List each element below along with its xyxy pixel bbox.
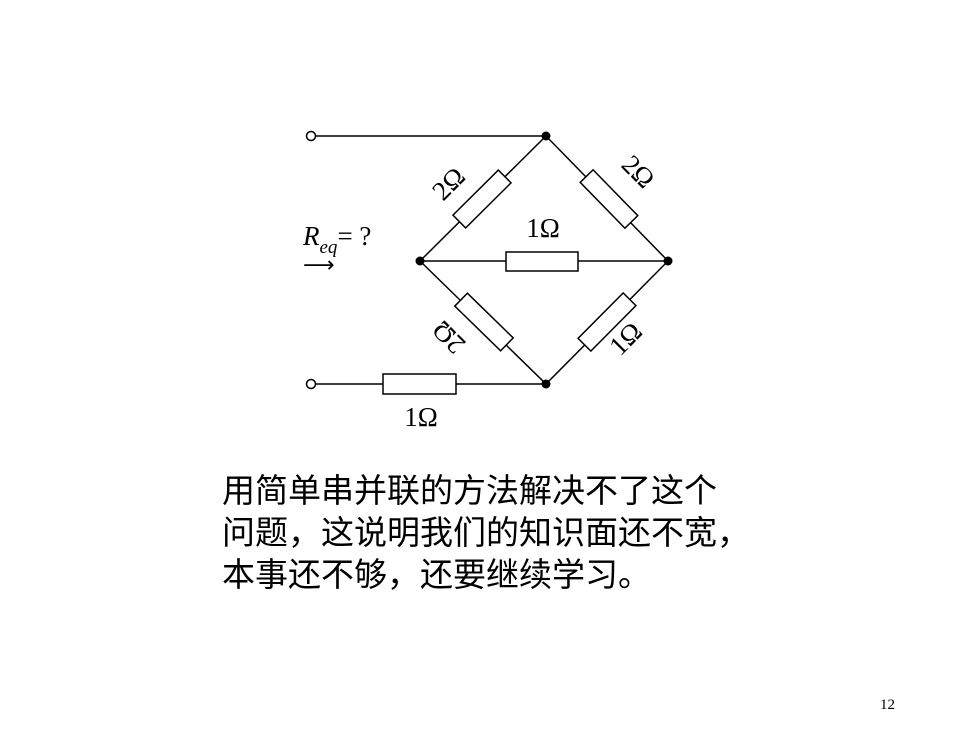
label-top-right-resistor: 2Ω xyxy=(616,149,661,194)
label-middle-resistor: 1Ω xyxy=(526,213,560,243)
caption-line-3: 本事还不够，还要继续学习。 xyxy=(222,555,651,594)
req-subscript: eq xyxy=(320,237,338,258)
node-bottom xyxy=(541,379,551,389)
node-left xyxy=(415,256,425,266)
req-suffix: = ? xyxy=(337,221,371,251)
caption-line-1: 用简单串并联的方法解决不了这个 xyxy=(222,471,717,510)
terminal-bottom xyxy=(305,378,317,390)
resistor-top-right xyxy=(579,168,639,230)
label-series-resistor: 1Ω xyxy=(404,402,438,432)
resistor-bottom-left xyxy=(453,292,515,352)
resistor-bottom-right xyxy=(577,291,637,353)
resistor-middle xyxy=(505,251,579,272)
node-top xyxy=(541,131,551,141)
node-right xyxy=(663,256,673,266)
req-symbol: R xyxy=(302,221,320,251)
page-number: 12 xyxy=(880,697,895,713)
caption-text: 用简单串并联的方法解决不了这个 问题，这说明我们的知识面还不宽， 本事还不够，还… xyxy=(222,470,842,596)
req-arrow: ⟶ xyxy=(303,253,335,278)
resistor-top-left xyxy=(451,169,513,229)
label-bottom-left-resistor: 2Ω xyxy=(426,315,471,360)
req-label: Req= ? xyxy=(302,221,371,258)
label-top-left-resistor: 2Ω xyxy=(426,161,471,206)
terminal-top xyxy=(305,130,317,142)
resistor-series xyxy=(382,373,457,395)
caption-line-2: 问题，这说明我们的知识面还不宽， xyxy=(222,513,750,552)
